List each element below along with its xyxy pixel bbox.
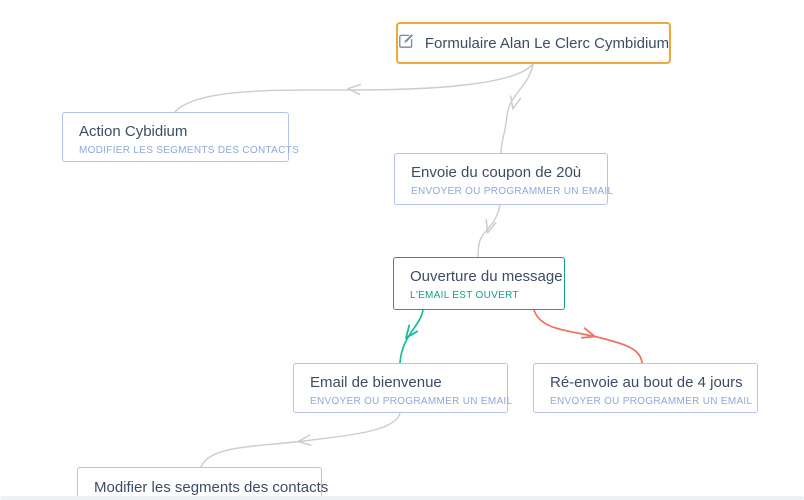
node-formulaire[interactable]: Formulaire Alan Le Clerc Cymbidium (396, 22, 671, 64)
arrowhead-email-modifier (297, 434, 312, 446)
arrowhead-ouverture-email (405, 324, 419, 339)
horizontal-scrollbar[interactable] (0, 496, 804, 500)
node-email-bienvenue[interactable]: Email de bienvenue ENVOYER OU PROGRAMMER… (293, 363, 513, 413)
node-title: Action Cybidium (79, 123, 188, 140)
node-subtitle: ENVOYER OU PROGRAMMER UN EMAIL (411, 186, 614, 197)
connector-ouverture-reenvoie (533, 309, 643, 364)
connector-ouverture-email (399, 309, 424, 364)
node-title: Formulaire Alan Le Clerc Cymbidium (424, 34, 670, 52)
arrowhead-formulaire-action (347, 83, 362, 96)
arrowhead-formulaire-envoie (509, 95, 522, 110)
node-modifier-segments[interactable]: Modifier les segments des contacts (77, 467, 329, 500)
node-title: Ouverture du message (410, 268, 563, 285)
node-subtitle: ENVOYER OU PROGRAMMER UN EMAIL (310, 396, 513, 407)
node-ouverture-message[interactable]: Ouverture du message L'EMAIL EST OUVERT (393, 257, 565, 310)
node-title: Modifier les segments des contacts (94, 479, 329, 496)
node-title: Email de bienvenue (310, 374, 442, 391)
edit-icon (398, 33, 414, 54)
node-subtitle: MODIFIER LES SEGMENTS DES CONTACTS (79, 145, 300, 156)
node-envoie-coupon[interactable]: Envoie du coupon de 20ù ENVOYER OU PROGR… (394, 153, 614, 205)
node-subtitle: ENVOYER OU PROGRAMMER UN EMAIL (550, 396, 753, 407)
node-action-cybidium[interactable]: Action Cybidium MODIFIER LES SEGMENTS DE… (62, 112, 300, 162)
node-title: Ré-envoie au bout de 4 jours (550, 374, 743, 391)
arrowhead-ouverture-reenvoie (580, 327, 596, 339)
arrowhead-envoie-ouverture (485, 219, 497, 234)
node-subtitle: L'EMAIL EST OUVERT (410, 290, 519, 301)
node-title: Envoie du coupon de 20ù (411, 164, 582, 181)
connector-email-modifier (200, 412, 401, 468)
connector-formulaire-envoie (500, 63, 534, 154)
connector-formulaire-action (174, 63, 534, 113)
node-reenvoie-4-jours[interactable]: Ré-envoie au bout de 4 jours ENVOYER OU … (533, 363, 758, 413)
connector-envoie-ouverture (477, 204, 501, 258)
